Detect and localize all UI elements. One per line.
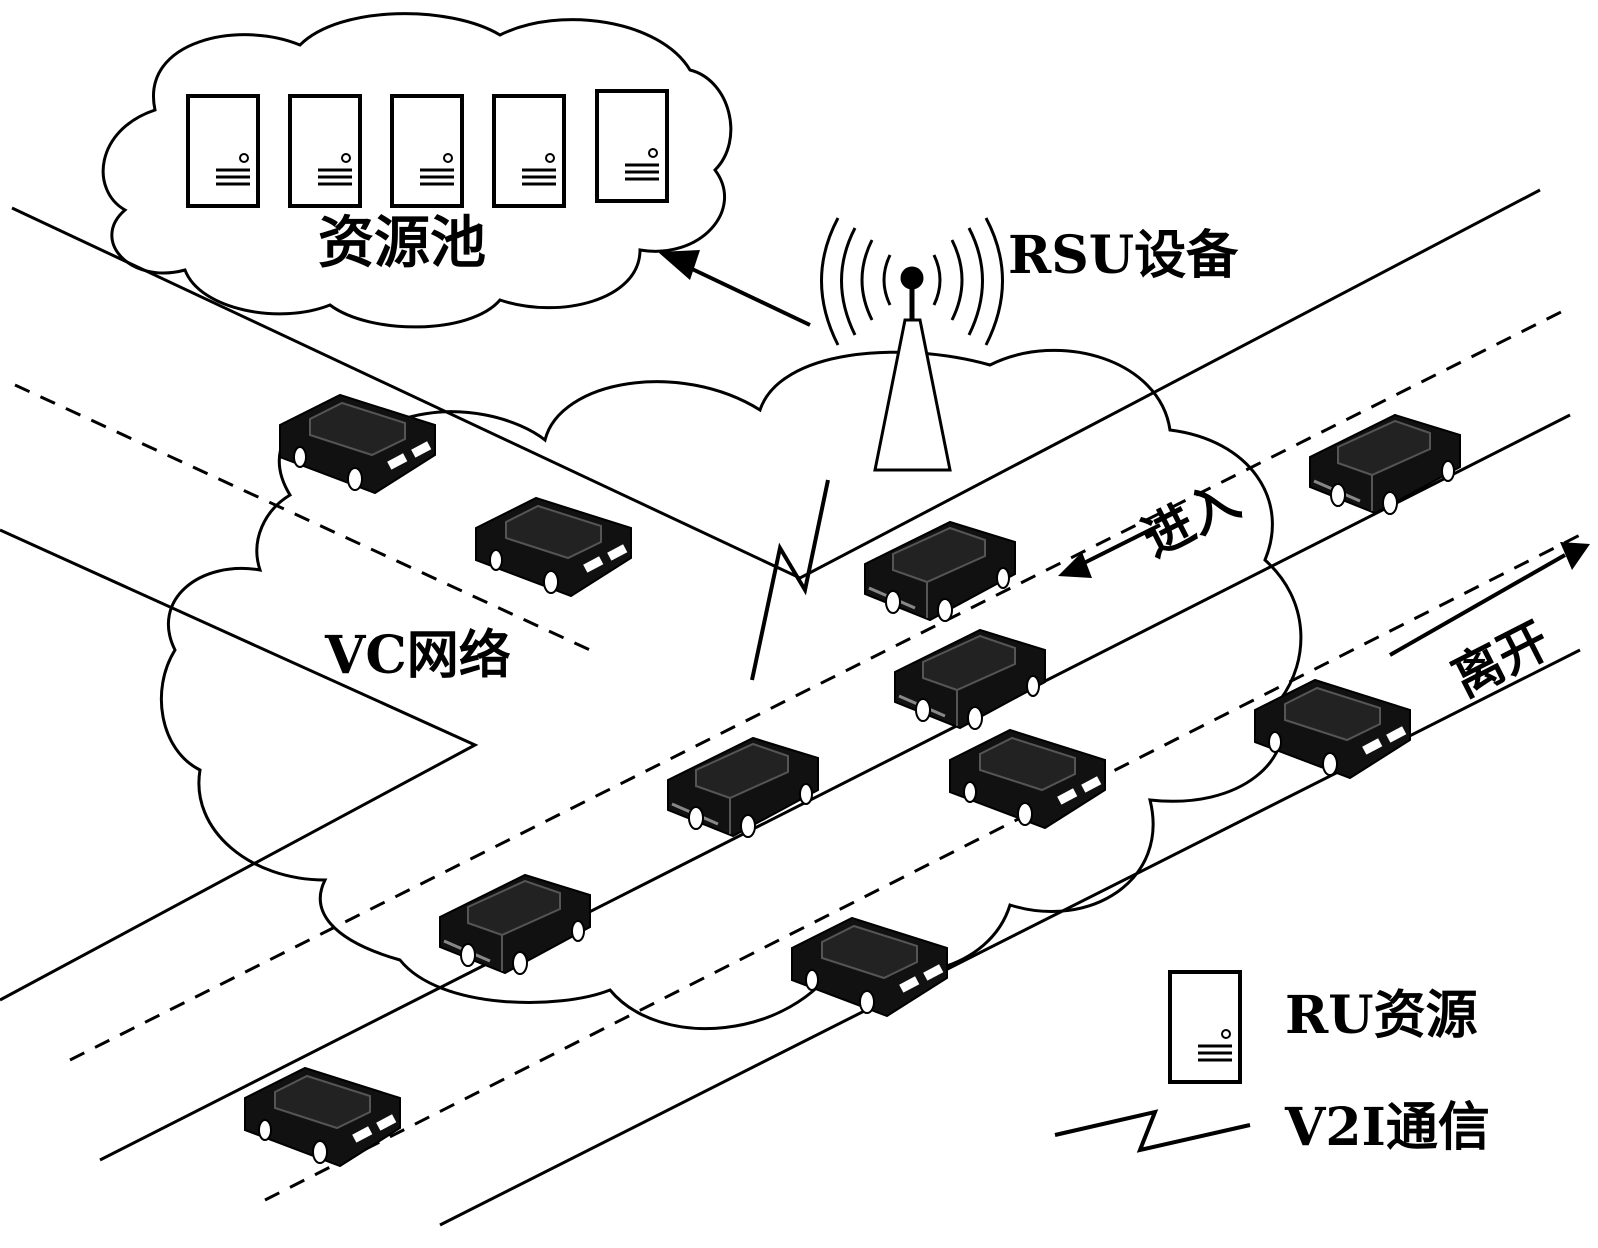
car-icon [949,729,1106,829]
car-icon [791,917,948,1017]
lightning-icon [750,479,830,681]
upload-arrow [658,250,811,327]
legend-ru-resource: RU资源 [1285,985,1478,1046]
antenna-icon [820,217,1004,472]
server-icon [288,94,362,208]
resource-pool-label: 资源池 [318,210,486,276]
legend-v2i-comm: V2I通信 [1285,1097,1490,1158]
car-icon [893,628,1047,731]
server-icon [186,94,260,208]
server-icon [390,94,464,208]
car-icon [279,394,436,494]
vc-network-label: VC网络 [325,625,511,686]
enter-arrow [1058,523,1161,578]
vc-network-cloud [159,348,1303,1031]
car-icon [666,736,820,839]
car-icon [1308,413,1462,516]
rsu-device-label: RSU设备 [1008,225,1239,286]
car-icon [438,873,592,976]
car-icon [475,497,632,597]
car-icon [244,1067,401,1167]
server-icon [492,94,566,208]
car-icon [1254,679,1411,779]
legend-lightning-icon [1054,1109,1251,1153]
car-icon [863,520,1017,623]
leave-arrow [1389,542,1590,657]
legend-server-icon [1168,970,1242,1084]
lane-dividers [14,308,1581,1202]
server-icon [595,89,669,203]
